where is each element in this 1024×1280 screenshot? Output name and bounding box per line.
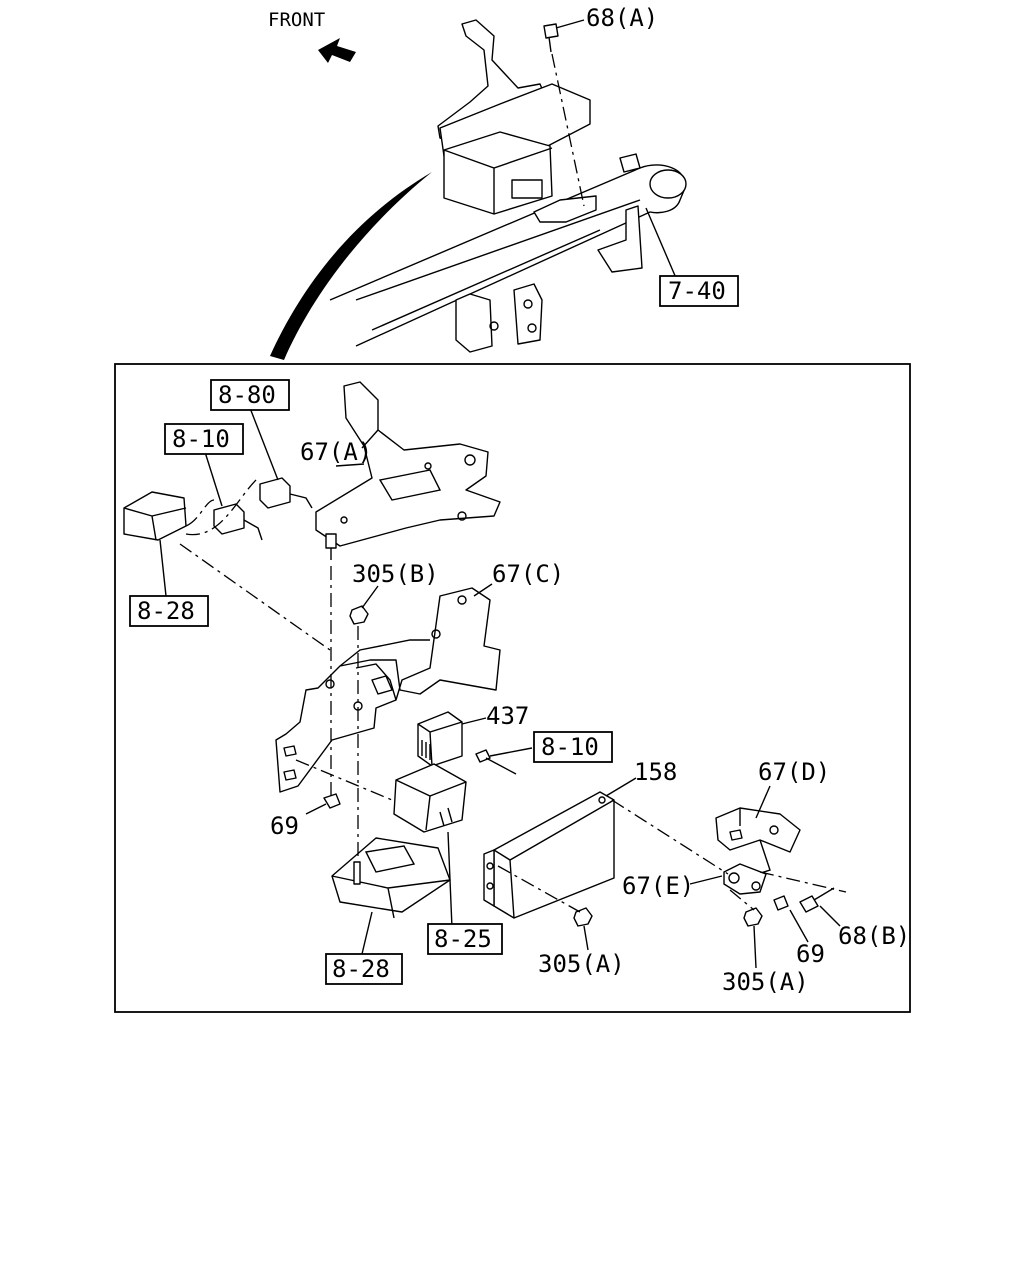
front-arrow-icon: [318, 38, 356, 63]
callout-67e: 67(E): [622, 872, 694, 900]
nut-305a-mid: [573, 907, 593, 927]
callout-305a-right: 305(A): [722, 968, 809, 996]
fasteners: [323, 605, 835, 927]
frame-lug: [619, 153, 641, 173]
ecu-158: [483, 791, 615, 919]
callout-437: 437: [486, 702, 529, 730]
callout-8-80: 8-80: [218, 381, 276, 409]
callout-69-right: 69: [796, 940, 825, 968]
bolt-stud-2: [523, 299, 533, 309]
bolt-stud-3: [527, 323, 537, 333]
callout-box-7-40: [659, 275, 739, 307]
frame-hanger: [455, 293, 493, 353]
bracket-67d: [715, 807, 801, 895]
assembly-lines: [179, 543, 847, 913]
front-label: FRONT: [268, 9, 325, 31]
frame-lower-edge: [355, 199, 641, 331]
frame-hanger-2: [513, 283, 543, 345]
callout-box-8-28-left: [129, 595, 209, 627]
callout-box-8-10-left: [164, 423, 244, 455]
callout-305a-mid: 305(A): [538, 950, 625, 978]
bolt-68b: [799, 887, 835, 913]
callout-67c: 67(C): [492, 560, 564, 588]
relay-437: [417, 711, 517, 775]
callout-68a-top: 68(A): [586, 4, 658, 32]
callout-158: 158: [634, 758, 677, 786]
bracket-67c: [275, 587, 501, 793]
callout-67a: 67(A): [300, 438, 372, 466]
tube-end: [649, 169, 687, 199]
detail-frame: [114, 363, 911, 1013]
callout-box-8-25: [427, 923, 503, 955]
top-bolt: [543, 23, 559, 53]
nut-305a-right: [743, 907, 763, 927]
bracket-67a: [315, 381, 501, 560]
callout-69-left: 69: [270, 812, 299, 840]
callout-68b: 68(B): [838, 922, 910, 950]
washer-69-right: [773, 895, 789, 911]
washer-69-left: [323, 793, 341, 809]
connectors-upper-left: [123, 477, 313, 541]
top-module-face: [443, 147, 553, 214]
top-module: [443, 131, 553, 215]
callout-labels: 68(A) 7-40 8-80 8-10 67(A) 8-28 305(B) 6…: [129, 4, 910, 996]
callout-8-10-right: 8-10: [541, 733, 599, 761]
callout-67d: 67(D): [758, 758, 830, 786]
top-bolt-axis: [551, 53, 585, 207]
callout-8-25: 8-25: [434, 925, 492, 953]
module-825: [393, 763, 467, 833]
callout-8-28-bottom: 8-28: [332, 955, 390, 983]
callout-7-40: 7-40: [668, 277, 726, 305]
nut-305b: [349, 605, 369, 625]
link-arrow: [270, 172, 432, 360]
top-module-connector: [511, 179, 543, 199]
frame-bracket-right: [597, 205, 643, 273]
callout-305b: 305(B): [352, 560, 439, 588]
leader-lines: [159, 19, 841, 969]
bolt-stud-1: [489, 321, 499, 331]
module-828-bottom: [331, 837, 451, 919]
top-mount-clip: [533, 195, 597, 223]
callout-8-10-left: 8-10: [172, 425, 230, 453]
callout-box-8-10-right: [533, 731, 613, 763]
callout-box-8-80-a: [210, 379, 290, 411]
callout-box-8-28-bottom: [325, 953, 403, 985]
top-assembly: [270, 19, 687, 360]
callout-8-28-left: 8-28: [137, 597, 195, 625]
